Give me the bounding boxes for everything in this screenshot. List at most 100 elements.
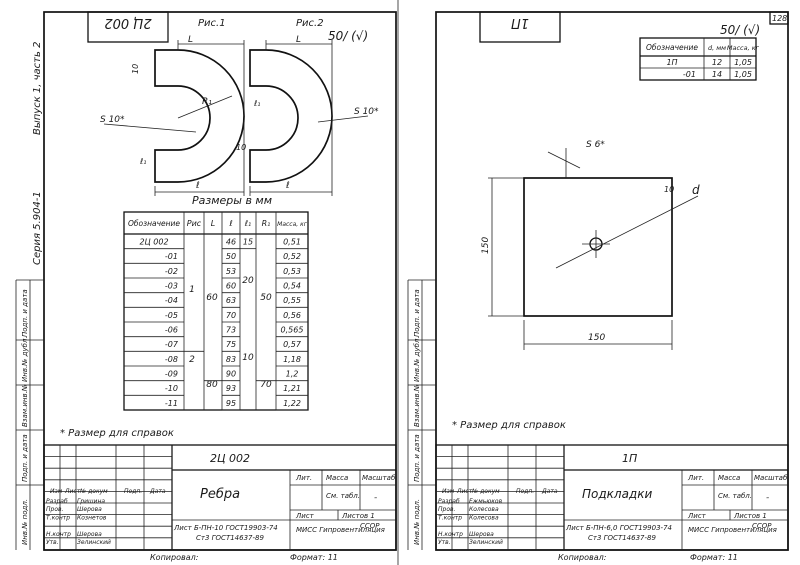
right-name: Колесова xyxy=(469,506,499,513)
tb-sheets-left: Листов 1 xyxy=(341,512,375,520)
pad-width: 150 xyxy=(588,333,605,343)
merged-ris-1: 1 xyxy=(189,285,195,295)
right-role: Утв. xyxy=(438,539,451,546)
pad-table-header-1: d, мм xyxy=(708,44,726,52)
table-header-5: R₁ xyxy=(262,219,271,228)
note-right: * Размер для справок xyxy=(452,420,566,431)
tb-mass-h-left: Масса xyxy=(326,474,348,482)
tb-col-date-right: Дата xyxy=(541,488,558,495)
tb-col-izm-right: Изм xyxy=(442,488,455,495)
r-header-code: 1П xyxy=(511,15,529,30)
table-header-3: ℓ xyxy=(228,219,232,228)
r-stamp-vzam: Взам.инв.№ xyxy=(413,384,421,427)
fig2-dim-10: 10 xyxy=(236,143,246,152)
fig1-dim-R1: R₁ xyxy=(202,97,212,107)
table-row-mass: 1,2 xyxy=(286,370,299,379)
tb-sheet-right: Лист xyxy=(687,512,707,520)
merged-R-50: 50 xyxy=(260,293,272,303)
tb-mass-right: См. табл. xyxy=(718,492,752,500)
table-row-mass: 0,51 xyxy=(283,238,301,247)
left-name: Гришина xyxy=(77,498,105,505)
right-name: Ежмьюков xyxy=(469,498,503,505)
tb-org-left: МИСС Гипровентиляция xyxy=(296,526,385,534)
note-left: * Размер для справок xyxy=(60,428,174,439)
tb-material-right: Лист Б-ПН-6,0 ГОСТ19903-74 xyxy=(565,524,672,532)
pad-table-cell: 1,05 xyxy=(734,70,752,79)
left-name: Кознетов xyxy=(77,514,107,521)
table-row-l: 90 xyxy=(226,370,236,379)
fig1-dim-l1: ℓ₁ xyxy=(139,157,147,166)
tb-name-right: Подкладки xyxy=(582,487,652,501)
tb-code-left: 2Ц 002 xyxy=(210,452,250,465)
tb-scale-h-right: Масштаб xyxy=(754,474,788,482)
tb-col-doc-left: № докум xyxy=(79,488,108,495)
fig2-dim-L: L xyxy=(296,35,301,45)
tb-code-right: 1П xyxy=(622,452,637,465)
fig2-dim-l: ℓ xyxy=(285,181,290,191)
tb-col-list-left: Лист xyxy=(64,488,81,495)
tb-scale-h-left: Масштаб xyxy=(362,474,396,482)
stamp-inv-podl: Инв.№ подл. xyxy=(21,499,29,545)
left-name: Шерова xyxy=(77,506,102,513)
fig2-label: Рис.2 xyxy=(296,18,324,29)
table-row-designation: -02 xyxy=(165,267,178,276)
header-code: 2Ц 002 xyxy=(104,15,151,30)
table-row-mass: 0,54 xyxy=(283,282,301,291)
merged-L-60: 60 xyxy=(206,293,218,303)
fig2-dim-l1: ℓ₁ xyxy=(253,99,261,108)
fig1-label: Рис.1 xyxy=(198,18,226,29)
table-row-mass: 1,18 xyxy=(283,355,301,364)
table-header-6: Масса, кг xyxy=(277,221,308,228)
tb-name-left: Ребра xyxy=(200,487,240,502)
tb-copied-right: Копировал: xyxy=(558,553,607,562)
merged-L-80: 80 xyxy=(206,380,218,390)
table-row-designation: -06 xyxy=(165,326,178,335)
right-role: Разраб xyxy=(438,498,460,505)
stamp-podp-date: Подп. и дата xyxy=(21,434,29,482)
series-label: Серия 5.904-1 xyxy=(32,191,43,265)
left-role: Т.контр xyxy=(46,514,70,521)
tb-org-right: МИСС Гипровентиляция xyxy=(688,526,777,534)
table-row-l: 83 xyxy=(226,355,236,364)
r-stamp-podp-date-2: Подп. и дата xyxy=(413,289,421,337)
pad-table-cell: -01 xyxy=(683,70,696,79)
pad-dim-d: d xyxy=(692,183,700,197)
pad-table-cell: 12 xyxy=(712,58,722,67)
fig2-rib-drawing: L ℓ₁ S 10* ℓ 10 xyxy=(236,35,379,196)
table-row-designation: -04 xyxy=(165,296,178,305)
table-row-l: 53 xyxy=(226,267,236,276)
table-row-l: 70 xyxy=(226,311,236,320)
table-header-0: Обозначение xyxy=(128,219,180,228)
tb-sheet-left: Лист xyxy=(295,512,315,520)
roughness-left: 50/ (√) xyxy=(328,29,368,43)
pad-drawing: d S 6* 10 150 150 xyxy=(481,140,700,350)
right-name: Колесова xyxy=(469,514,499,521)
table-row-designation: -10 xyxy=(165,384,178,393)
fig1-s10: S 10* xyxy=(100,115,125,125)
r-stamp-inv-dubl: Инв.№ дубл. xyxy=(413,336,421,382)
pad-s6: S 6* xyxy=(586,140,605,150)
table-row-designation: -07 xyxy=(165,340,179,349)
left-name: Шерова xyxy=(77,531,102,538)
table-row-l1: 15 xyxy=(243,238,253,247)
tb-scale-left: - xyxy=(374,493,377,503)
tb-mass-h-right: Масса xyxy=(718,474,740,482)
r-stamp-podp-date: Подп. и дата xyxy=(413,434,421,482)
tb-mass-left: См. табл. xyxy=(326,492,360,500)
right-role: Пров. xyxy=(438,506,456,513)
issue-label: Выпуск 1, часть 2 xyxy=(32,42,43,135)
r-stamp-inv-podl: Инв.№ подл. xyxy=(413,499,421,545)
pad-table-header-0: Обозначение xyxy=(646,43,698,52)
table-row-mass: 1,22 xyxy=(283,399,301,408)
stamp-podp-date-2: Подп. и дата xyxy=(21,289,29,337)
tb-org2-left: ССОР xyxy=(360,522,380,530)
tb-material-left: Лист Б-ПН-10 ГОСТ19903-74 xyxy=(173,524,278,532)
left-role: Разраб xyxy=(46,498,68,505)
table-row-mass: 0,56 xyxy=(283,311,301,320)
merged-R-70: 70 xyxy=(260,380,272,390)
table-row-l: 63 xyxy=(226,296,236,305)
table-row-l: 93 xyxy=(226,384,236,393)
